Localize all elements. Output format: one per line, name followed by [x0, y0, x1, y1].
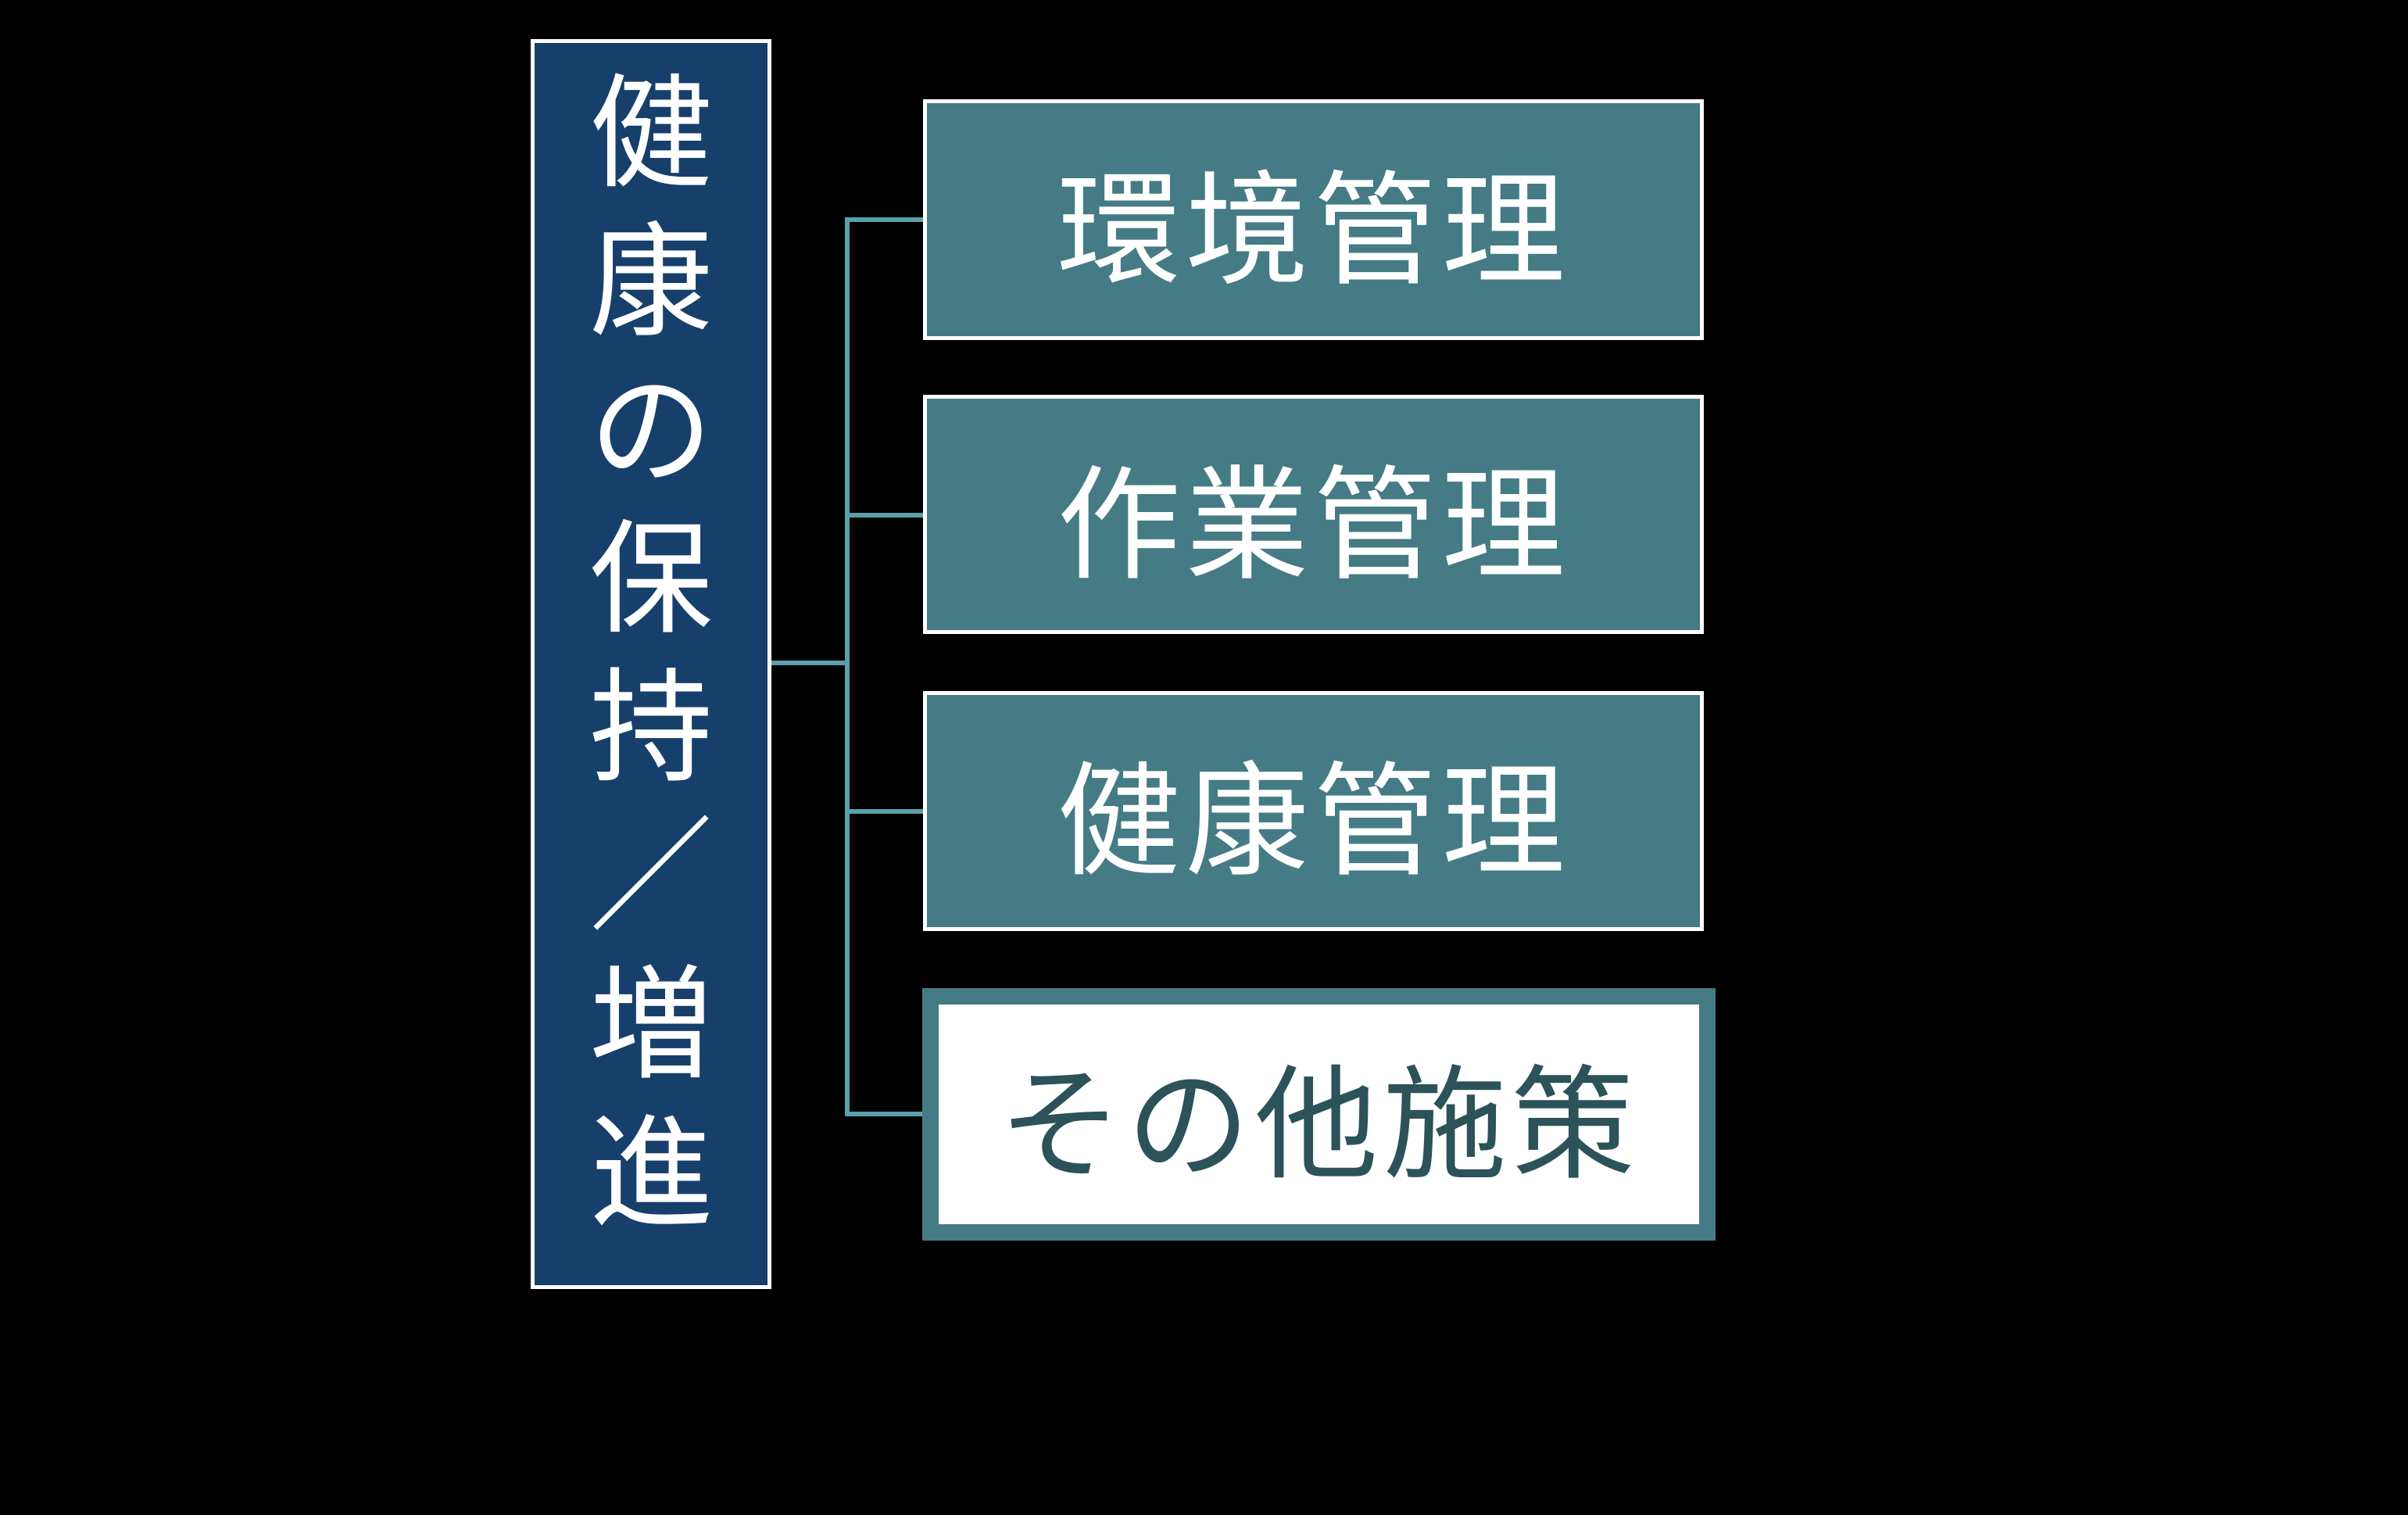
- root-char: 進: [589, 1102, 713, 1246]
- child-node-label: 環境管理: [1057, 159, 1570, 303]
- root-char: の: [589, 360, 713, 503]
- connector-branch-1: [845, 217, 923, 222]
- connector-branch-2: [845, 513, 923, 518]
- connector-branch-4: [845, 1112, 923, 1116]
- child-node-label: その他施策: [998, 1054, 1640, 1198]
- root-char: 持: [589, 657, 713, 800]
- child-node-label: 作業管理: [1057, 453, 1570, 598]
- connector-root-trunk: [771, 661, 850, 665]
- root-char: ／: [589, 805, 713, 949]
- connector-vertical-spine: [845, 217, 850, 1116]
- root-char: 康: [589, 211, 713, 355]
- root-node-vertical-label: 健 康 の 保 持 ／ 増 進: [535, 60, 767, 1248]
- connector-branch-3: [845, 809, 923, 814]
- root-char: 健: [589, 63, 713, 206]
- root-char: 増: [589, 954, 713, 1098]
- root-char: 保: [589, 508, 713, 652]
- child-node-environment-management: 環境管理: [923, 99, 1704, 340]
- root-node-health-maintenance: 健 康 の 保 持 ／ 増 進: [531, 39, 771, 1289]
- child-node-work-management: 作業管理: [923, 395, 1704, 634]
- child-node-health-management: 健康管理: [923, 691, 1704, 931]
- child-node-other-measures: その他施策: [922, 988, 1716, 1241]
- child-node-label: 健康管理: [1057, 750, 1570, 894]
